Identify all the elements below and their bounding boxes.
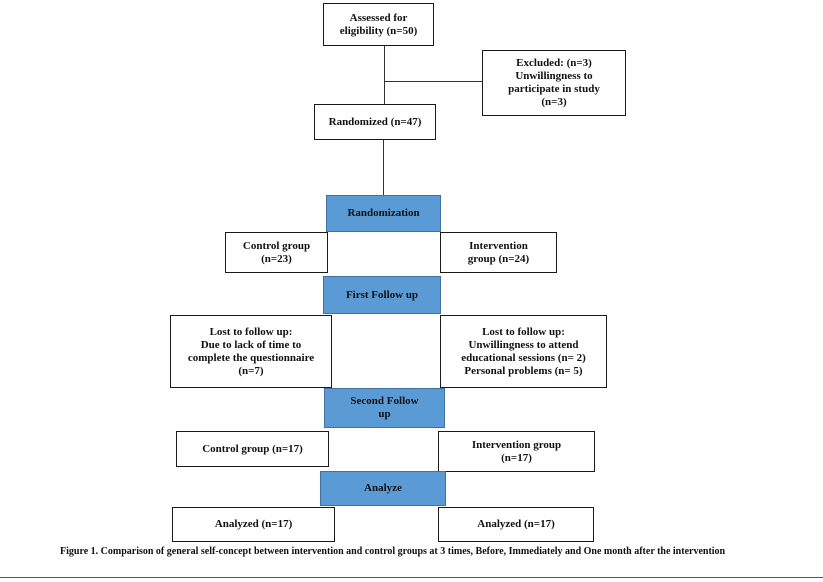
analyzed-control-box: Analyzed (n=17) <box>172 507 335 542</box>
analyzed-intervention-box: Analyzed (n=17) <box>438 507 594 542</box>
stage-analyze: Analyze <box>320 471 446 506</box>
assessed-eligibility-box: Assessed for eligibility (n=50) <box>323 3 434 46</box>
intervention-group-initial-box: Intervention group (n=24) <box>440 232 557 273</box>
figure-caption: Figure 1. Comparison of general self-con… <box>60 546 726 557</box>
stage-first-follow-up: First Follow up <box>323 276 441 314</box>
control-group-initial-box: Control group (n=23) <box>225 232 328 273</box>
connector-randomized-stage <box>383 140 384 195</box>
control-group-final-box: Control group (n=17) <box>176 431 329 467</box>
lost-follow-up-intervention-box: Lost to follow up: Unwillingness to atte… <box>440 315 607 388</box>
connector-assessed-randomized <box>384 46 385 105</box>
excluded-box: Excluded: (n=3) Unwillingness to partici… <box>482 50 626 116</box>
connector-excluded <box>385 81 483 82</box>
page-bottom-rule <box>0 577 823 578</box>
stage-randomization: Randomization <box>326 195 441 232</box>
stage-second-follow-up: Second Follow up <box>324 388 445 428</box>
intervention-group-final-box: Intervention group (n=17) <box>438 431 595 472</box>
randomized-box: Randomized (n=47) <box>314 104 436 140</box>
lost-follow-up-control-box: Lost to follow up: Due to lack of time t… <box>170 315 332 388</box>
